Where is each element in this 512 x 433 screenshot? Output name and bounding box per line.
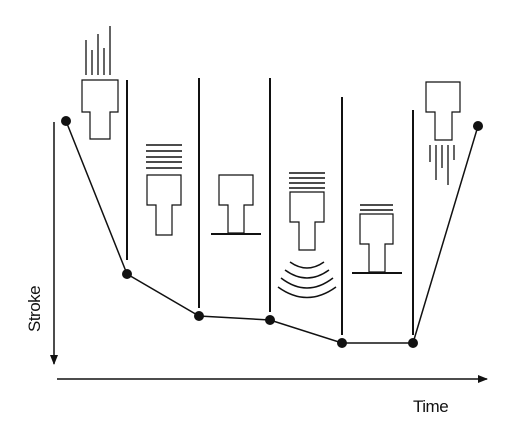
curve-point [61,116,71,126]
curve-point [337,338,347,348]
horn-vibration-icon [277,172,337,299]
horn-contact-icon [211,174,261,235]
curve-points [61,116,483,348]
horn-retract-icon [425,81,461,185]
x-axis-label: Time [413,397,448,416]
curve-point [194,311,204,321]
stage-dividers [126,78,414,335]
horn-pressure-icon [146,144,182,236]
curve-point [265,315,275,325]
horn-descending-icon [81,26,119,140]
curve-point [408,338,418,348]
curve-point [473,121,483,131]
horn-hold-icon [352,204,402,274]
y-axis-label: Stroke [25,286,44,332]
curve-point [122,269,132,279]
